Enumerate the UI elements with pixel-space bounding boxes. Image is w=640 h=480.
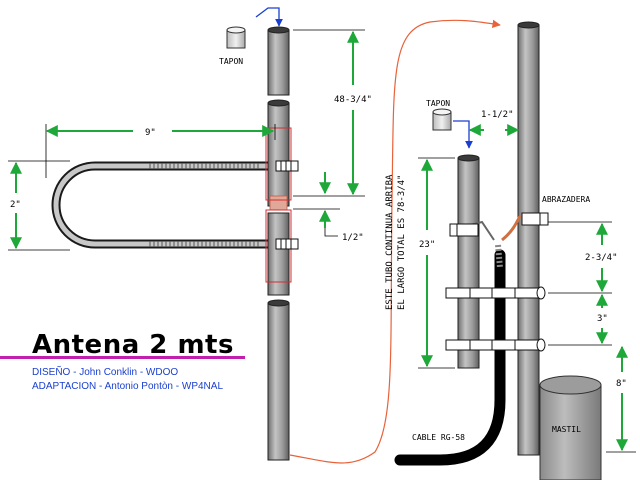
cap-left-pointer [255, 7, 283, 27]
mast-label: MASTIL [552, 425, 581, 434]
cap-left-label: TAPON [219, 57, 243, 66]
bolt-lower [445, 338, 546, 352]
hairpin-bolt-lower [275, 238, 299, 250]
cable-label: CABLE RG-58 [412, 433, 465, 442]
dim-half-leader [324, 228, 338, 237]
hairpin-thread-upper [149, 163, 259, 169]
note-line-2: EL LARGO TOTAL ES 78-3/4" [397, 175, 407, 310]
clamp-right [521, 212, 549, 226]
insulator-gap [269, 195, 288, 211]
dim-48-label: 48-3/4" [334, 95, 372, 105]
hairpin-thread-lower [149, 241, 259, 247]
left-pipe-bottom [267, 299, 290, 461]
dim-8-label: 8" [616, 379, 627, 389]
title-main: Antena 2 mts [32, 330, 234, 360]
cap-right-label: TAPON [426, 99, 450, 108]
dim-2-label: 2" [10, 200, 21, 210]
bolt-upper [445, 286, 546, 300]
hairpin-loop-highlight [53, 163, 282, 247]
hairpin-loop [51, 161, 282, 249]
cap-right-icon [432, 108, 452, 131]
continuation-link-line [289, 19, 501, 464]
coax-shield-lead [501, 215, 522, 242]
title-rule [0, 356, 245, 359]
right-pipe-short [457, 154, 480, 369]
dim-2-75-label: 2-3/4" [585, 253, 618, 263]
dim-3-label: 3" [597, 314, 608, 324]
dim-half-label: 1/2" [342, 233, 364, 243]
coax-cable [394, 249, 506, 466]
dim-1-5-label: 1-1/2" [481, 110, 514, 120]
note-line-1: ESTE TUBO CONTINUA ARRIBA [385, 174, 395, 310]
clamp-left [449, 223, 479, 237]
hairpin-bolt-upper [275, 160, 299, 172]
cap-left-icon [226, 26, 246, 49]
credit-adaptation: ADAPTACION - Antonio Pontòn - WP4NAL [32, 381, 223, 392]
mast [539, 375, 602, 480]
dim-23-label: 23" [419, 240, 435, 250]
credit-design: DISEÑO - John Conklin - WDOO [32, 365, 178, 378]
left-pipe-lower [267, 212, 290, 296]
cap-right-pointer [453, 120, 473, 149]
left-pipe-top [267, 26, 290, 96]
left-pipe-middle [267, 99, 290, 207]
right-pipe-main [517, 21, 540, 456]
dim-9-label: 9" [145, 128, 156, 138]
clamp-label: ABRAZADERA [542, 195, 590, 204]
